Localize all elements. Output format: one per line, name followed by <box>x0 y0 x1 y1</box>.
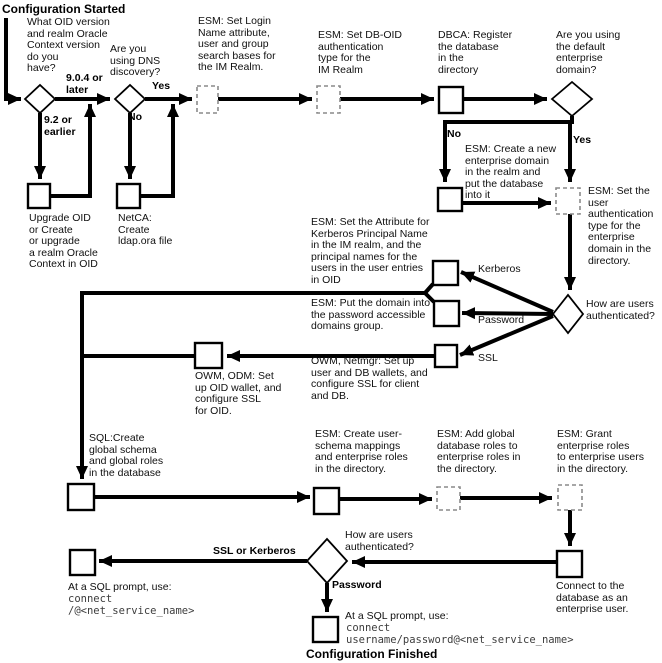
netca-label: NetCA: Create ldap.ora file <box>118 212 173 248</box>
owm-netmgr-label: OWM, Netmgr: Set up user and DB wallets,… <box>311 355 428 402</box>
dns-question: Are you using DNS discovery? <box>110 43 161 79</box>
netca-box <box>115 182 142 210</box>
dns-no-label: No <box>128 111 142 123</box>
arrow-auth-ssl <box>459 314 554 357</box>
connect-password-code: connect username/password@<net_service_n… <box>346 622 574 646</box>
auth-method-diamond <box>551 293 585 335</box>
password-group-label: ESM: Put the domain into the password ac… <box>311 297 431 333</box>
domain-yes-label: Yes <box>573 134 592 146</box>
password-group-box <box>432 299 461 328</box>
dashed-boxes <box>196 85 583 511</box>
dns-yes-label: Yes <box>152 80 171 92</box>
user-auth-label: ESM: Set the user authentication type fo… <box>588 185 654 267</box>
user-schema-label: ESM: Create user- schema mappings and en… <box>315 428 408 475</box>
oid-version-diamond <box>23 83 57 115</box>
ssl-branch-label: SSL <box>478 352 498 364</box>
connect-db-box <box>555 549 584 579</box>
connect-external-code: connect /@<net_service_name> <box>68 593 195 617</box>
branch-92-earlier-label: 9.2 or earlier <box>44 114 76 138</box>
kerberos-attr-label: ESM: Set the Attribute for Kerberos Prin… <box>311 216 430 286</box>
user-schema-box <box>312 486 341 516</box>
dbca-label: DBCA: Register the database in the direc… <box>438 29 513 76</box>
final-auth-question: How are users authenticated? <box>345 529 414 553</box>
create-domain-label: ESM: Create a new enterprise domain in t… <box>465 143 557 202</box>
dns-discovery-diamond <box>113 83 147 115</box>
line-kerberos-box-junction <box>423 282 435 295</box>
sql-prompt-label-external: At a SQL prompt, use: <box>68 581 172 593</box>
default-domain-diamond <box>550 80 594 118</box>
esm-login-box <box>196 85 219 114</box>
arrow-upgrade-loopback <box>49 104 96 198</box>
ssl-wallet-box <box>433 343 459 369</box>
esm-dboid-box <box>316 85 341 114</box>
esm-grant-box <box>557 484 583 511</box>
upgrade-oid-box <box>26 182 52 210</box>
branch-904-later-label: 9.0.4 or later <box>66 72 103 96</box>
grant-roles-label: ESM: Grant enterprise roles to enterpris… <box>557 428 644 475</box>
esm-user-auth-box <box>555 187 581 215</box>
kerberos-branch-label: Kerberos <box>478 263 521 275</box>
connect-db-label: Connect to the database as an enterprise… <box>556 580 629 616</box>
dbca-box <box>437 85 465 115</box>
sql-prompt-label-password: At a SQL prompt, use: <box>345 610 449 622</box>
domain-no-label: No <box>447 128 461 140</box>
ssl-or-kerberos-label: SSL or Kerberos <box>213 545 296 557</box>
sql-prompt-external-box <box>68 548 97 577</box>
sql-create-label: SQL:Create global schema and global role… <box>89 432 164 479</box>
esm-login-label: ESM: Set Login Name attribute, user and … <box>198 15 276 74</box>
final-auth-diamond <box>305 537 349 585</box>
owm-odm-box <box>193 341 224 370</box>
start-label: Configuration Started <box>2 2 126 16</box>
oid-version-question: What OID version and realm Oracle Contex… <box>27 16 110 75</box>
default-domain-question: Are you using the default enterprise dom… <box>556 29 621 76</box>
esm-dboid-label: ESM: Set DB-OID authentication type for … <box>318 29 403 76</box>
process-boxes <box>26 85 584 644</box>
esm-add-global-box <box>436 486 461 511</box>
arrow-auth-kerberos <box>460 270 554 314</box>
arrow-domain-no <box>439 116 574 182</box>
upgrade-oid-label: Upgrade OID or Create or upgrade a realm… <box>29 212 98 271</box>
auth-method-question: How are users authenticated? <box>586 298 655 322</box>
line-password-box-junction <box>423 291 436 304</box>
arrow-netca-loopback <box>140 104 179 198</box>
owm-odm-label: OWM, ODM: Set up OID wallet, and configu… <box>195 370 282 417</box>
sql-create-box <box>66 482 96 512</box>
add-global-label: ESM: Add global database roles to enterp… <box>437 428 521 475</box>
create-domain-box <box>436 186 464 213</box>
arrow-merge-to-sql-create <box>76 291 426 479</box>
password-branch-label: Password <box>478 314 525 326</box>
finish-label: Configuration Finished <box>306 647 438 661</box>
kerberos-attr-box <box>431 259 460 287</box>
arrow-auth-password <box>461 307 554 320</box>
sql-prompt-password-box <box>311 615 340 644</box>
decision-diamonds <box>23 80 594 585</box>
final-password-label: Password <box>332 579 382 591</box>
arrow-start-to-oid-decision <box>4 18 21 105</box>
connector-arrows <box>4 18 576 612</box>
